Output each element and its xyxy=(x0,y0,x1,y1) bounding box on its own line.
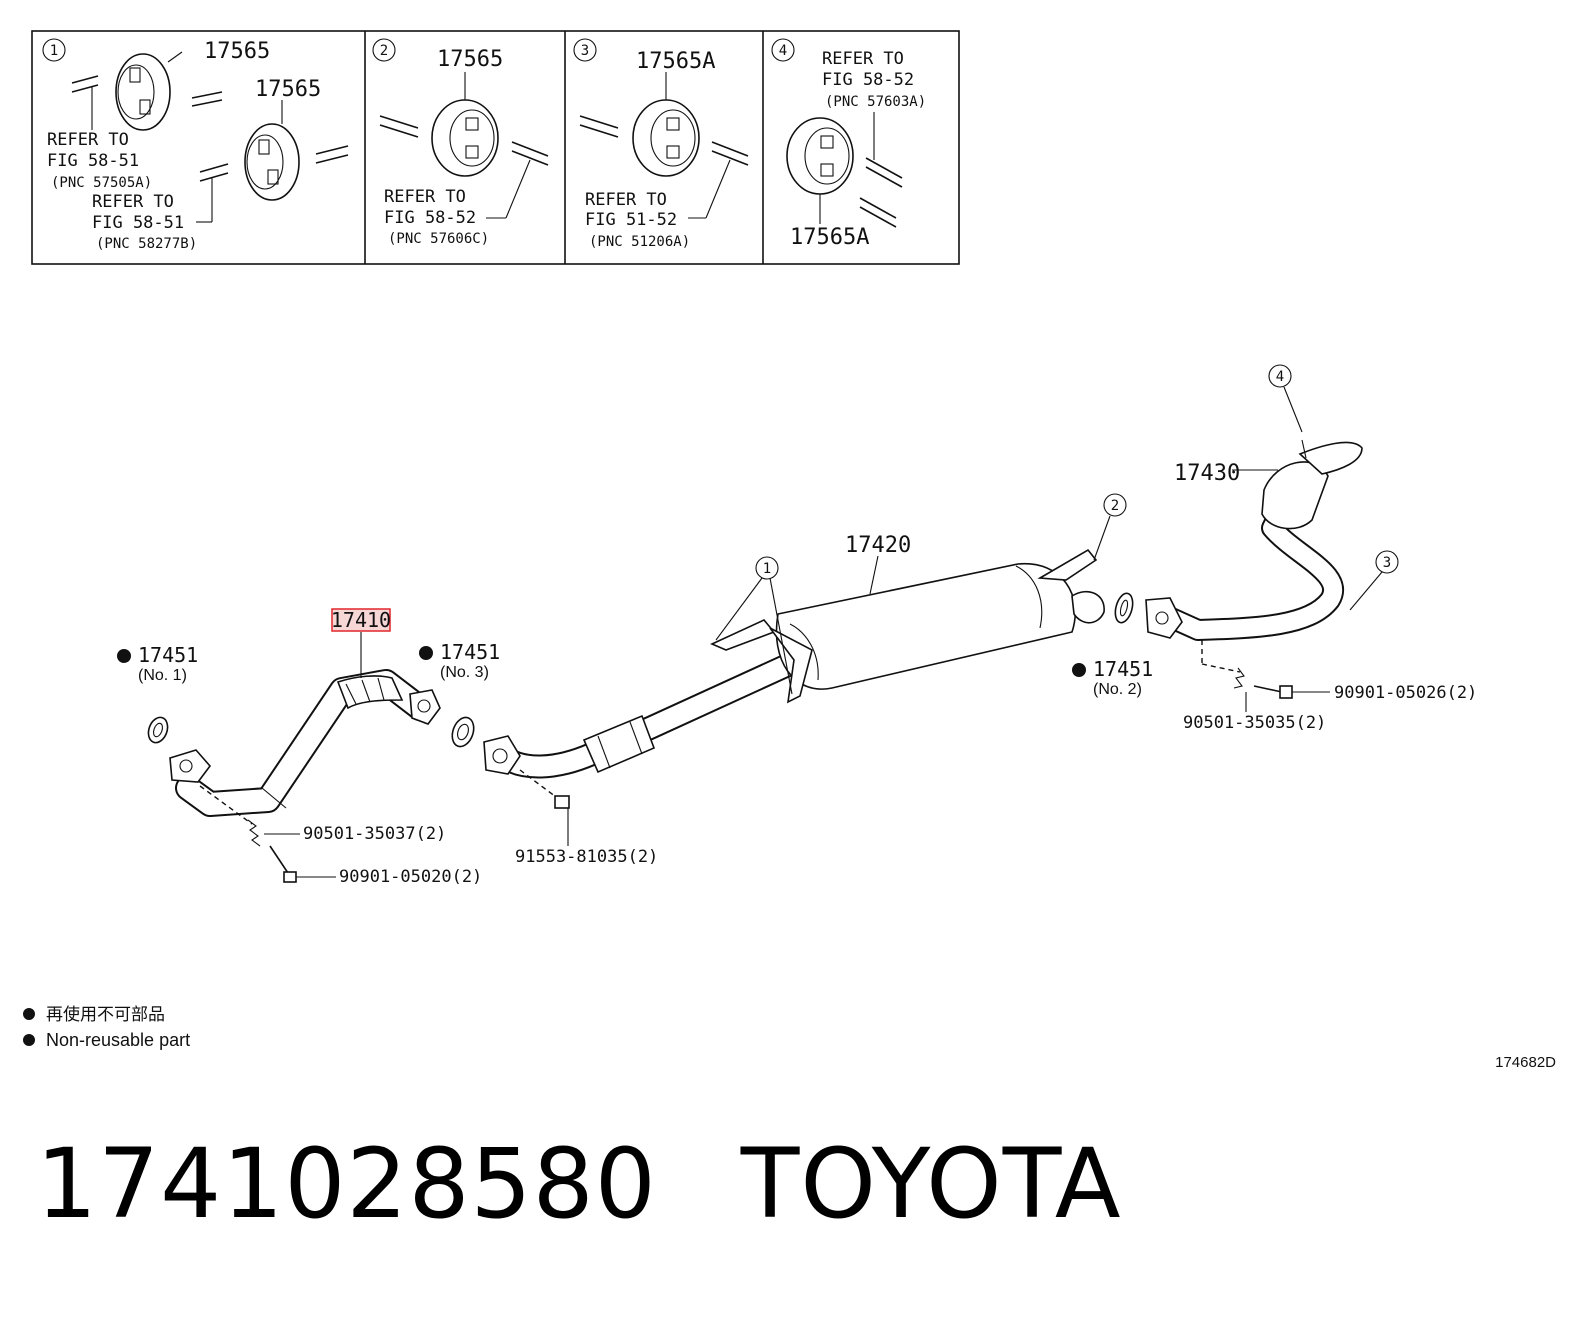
legend-jp: 再使用不可部品 xyxy=(46,1004,165,1024)
diagram-code: 174682D xyxy=(1495,1054,1556,1071)
tail-tip-icon xyxy=(1298,441,1363,475)
flange-icon xyxy=(483,735,521,775)
inset-1: 1 17565 17565 REFER T xyxy=(42,38,349,252)
center-pipe-muffler: 17420 1 2 xyxy=(483,493,1127,779)
hanger-rubber-icon xyxy=(115,53,171,131)
svg-text:(PNC 57603A): (PNC 57603A) xyxy=(825,94,926,110)
svg-text:(PNC 58277B): (PNC 58277B) xyxy=(96,236,197,252)
part-label: 17451 xyxy=(440,640,500,664)
inset-number: 1 xyxy=(50,43,58,59)
gasket-no3: 17451 (No. 3) xyxy=(419,640,500,748)
svg-text:FIG 58-51: FIG 58-51 xyxy=(92,213,184,233)
callout-number: 3 xyxy=(1383,555,1391,571)
gasket-no2: 17451 (No. 2) xyxy=(1072,592,1153,698)
part-label: 17565 xyxy=(255,77,321,102)
part-label: 17565 xyxy=(437,47,503,72)
callout-number: 2 xyxy=(1111,498,1119,514)
non-reusable-dot xyxy=(1072,663,1086,677)
part-label: 17451 xyxy=(1093,657,1153,681)
svg-text:(No. 3): (No. 3) xyxy=(440,664,489,681)
bolt-icon xyxy=(1279,685,1293,699)
inset-number: 2 xyxy=(380,43,388,59)
catalytic-converter-icon xyxy=(582,714,656,774)
svg-text:FIG 51-52: FIG 51-52 xyxy=(585,210,677,230)
front-exhaust-pipe: 17410 xyxy=(169,608,441,817)
non-reusable-dot xyxy=(419,646,433,660)
bolt-icon xyxy=(283,871,297,883)
inset-number-circle xyxy=(573,38,597,62)
brand-name: TOYOTA xyxy=(740,1128,1122,1240)
svg-text:REFER TO: REFER TO xyxy=(585,190,667,210)
callout-circle xyxy=(1268,364,1292,388)
spring-icon xyxy=(247,819,261,847)
legend: 再使用不可部品 Non-reusable part xyxy=(23,1004,190,1050)
callout-number: 1 xyxy=(763,561,771,577)
legend-en: Non-reusable part xyxy=(46,1030,190,1050)
footer-title: 1741028580 TOYOTA xyxy=(36,1128,1122,1240)
svg-text:FIG 58-52: FIG 58-52 xyxy=(822,70,914,90)
part-label: 17565 xyxy=(204,39,270,64)
non-reusable-dot xyxy=(117,649,131,663)
svg-text:91553-81035(2): 91553-81035(2) xyxy=(515,847,658,867)
svg-text:REFER TO: REFER TO xyxy=(47,130,129,150)
flange-icon xyxy=(1145,597,1183,639)
svg-text:REFER TO: REFER TO xyxy=(92,192,174,212)
inset-number: 4 xyxy=(779,43,787,59)
part-number: 1741028580 xyxy=(36,1128,657,1240)
rear-fasteners: 90501-35035(2) 90901-05026(2) xyxy=(1183,640,1477,733)
spring-icon xyxy=(1233,667,1245,689)
svg-text:(No. 1): (No. 1) xyxy=(138,667,187,684)
svg-text:FIG 58-51: FIG 58-51 xyxy=(47,151,139,171)
inset-2: 2 17565 REFER TO FIG 58-52 (PNC 57606C) xyxy=(372,38,549,247)
inset-number-circle xyxy=(771,38,795,62)
inset-number: 3 xyxy=(581,43,589,59)
front-fasteners: 90501-35037(2) 90901-05020(2) xyxy=(199,785,482,887)
bolt-icon xyxy=(554,795,570,809)
middle-fasteners: 91553-81035(2) xyxy=(515,769,658,867)
callout-circle xyxy=(755,556,779,580)
inset-frame xyxy=(31,30,960,265)
hanger-rubber-icon xyxy=(244,123,300,201)
inset-number-circle xyxy=(42,38,66,62)
svg-text:90501-35037(2): 90501-35037(2) xyxy=(303,824,446,844)
svg-text:REFER TO: REFER TO xyxy=(822,49,904,69)
svg-text:90901-05020(2): 90901-05020(2) xyxy=(339,867,482,887)
part-label: 17565A xyxy=(790,225,869,250)
part-label: 17451 xyxy=(138,643,198,667)
inset-number-circle xyxy=(372,38,396,62)
inset-table: 1 17565 17565 REFER T xyxy=(31,30,960,265)
callout-circle xyxy=(1103,493,1127,517)
non-reusable-dot xyxy=(23,1008,35,1020)
part-label-17410: 17410 xyxy=(331,608,391,632)
svg-text:90501-35035(2): 90501-35035(2) xyxy=(1183,713,1326,733)
part-label: 17565A xyxy=(636,49,715,74)
muffler-icon xyxy=(775,563,1077,690)
flange-icon xyxy=(409,689,441,725)
non-reusable-dot xyxy=(23,1034,35,1046)
tail-pipe: 17430 4 3 xyxy=(1145,364,1399,641)
svg-text:(PNC 57606C): (PNC 57606C) xyxy=(388,231,489,247)
inset-4: 4 REFER TO FIG 58-52 (PNC 57603A) 17565A xyxy=(771,38,926,250)
svg-text:FIG 58-52: FIG 58-52 xyxy=(384,208,476,228)
highlight-box xyxy=(331,608,391,632)
tail-muffler-icon xyxy=(1261,461,1329,530)
flange-icon xyxy=(169,749,212,783)
part-label: 17420 xyxy=(845,533,911,558)
inset-3: 3 17565A REFER TO FIG 51-52 (PNC 51206A) xyxy=(573,38,749,250)
svg-text:(PNC 51206A): (PNC 51206A) xyxy=(589,234,690,250)
svg-text:90901-05026(2): 90901-05026(2) xyxy=(1334,683,1477,703)
svg-text:(PNC 57505A): (PNC 57505A) xyxy=(51,175,152,191)
svg-text:REFER TO: REFER TO xyxy=(384,187,466,207)
callout-circle xyxy=(1375,550,1399,574)
gasket-no1: 17451 (No. 1) xyxy=(117,643,198,744)
svg-text:(No. 2): (No. 2) xyxy=(1093,681,1142,698)
callout-number: 4 xyxy=(1276,369,1284,385)
part-label: 17430 xyxy=(1174,461,1240,486)
